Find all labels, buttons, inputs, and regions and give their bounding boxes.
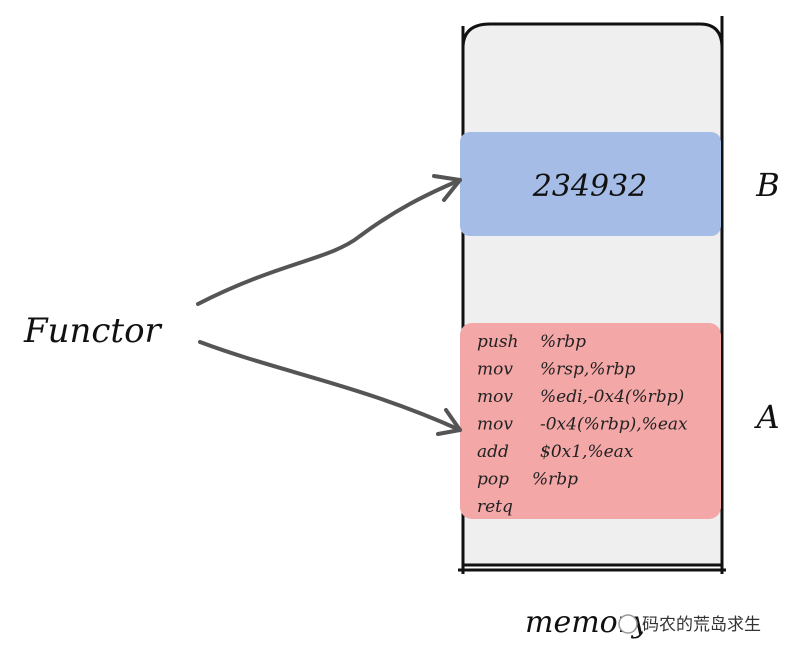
arrow-to-block-b [196,178,462,306]
code-op: retq [477,497,513,517]
block-b-value: 234932 [532,169,648,204]
wechat-icon [618,614,638,634]
label-b: B [755,166,780,204]
watermark: 码农的荒岛求生 [618,614,763,637]
code-arg: %rbp [532,470,578,490]
code-arg: %edi,-0x4(%rbp) [540,387,684,407]
code-op: add [477,442,509,462]
label-a: A [753,398,779,436]
arrow-to-block-a [198,340,462,432]
block-b [460,132,721,236]
functor-label: Functor [23,311,163,351]
code-op: mov [477,415,513,435]
code-arg: $0x1,%eax [540,442,634,462]
block-a-code: push %rbp mov %rsp,%rbp mov %edi,-0x4(%rbp) mo… [477,332,688,517]
block-a [460,323,721,519]
arrow-head-a [436,408,462,436]
code-arg: %rsp,%rbp [540,360,635,380]
code-op: push [477,332,519,352]
code-op: mov [477,360,513,380]
code-arg: -0x4(%rbp),%eax [540,415,688,435]
code-op: pop [477,470,509,490]
arrow-head-b [432,174,462,202]
watermark-text: 码农的荒岛求生 [642,615,761,635]
code-arg: %rbp [540,332,586,352]
code-op: mov [477,387,513,407]
